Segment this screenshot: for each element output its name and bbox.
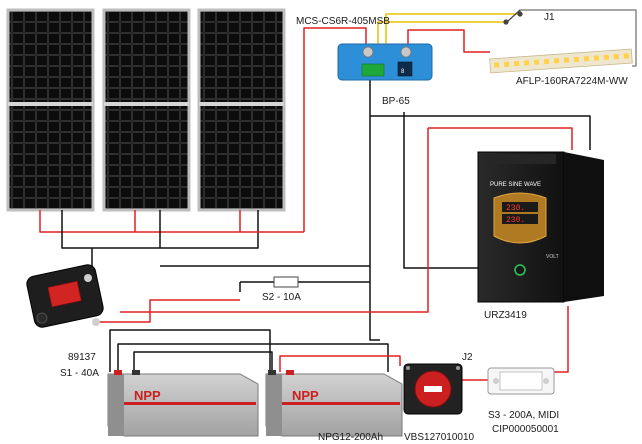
inverter-front-text: PURE SINE WAVE bbox=[490, 182, 541, 188]
fuse-icon bbox=[273, 276, 299, 288]
disconnect-label: VBS127010010 bbox=[404, 432, 475, 443]
fuse-s3-code: CIP000050001 bbox=[492, 424, 559, 435]
solar-panel-3 bbox=[197, 8, 286, 212]
switch-icon bbox=[503, 9, 523, 25]
controller-model-label: MCS-CS6R-405MSB bbox=[296, 16, 390, 27]
inverter-icon bbox=[477, 151, 604, 303]
battery-1-brand: NPP bbox=[134, 388, 161, 403]
breaker-icon bbox=[26, 264, 104, 328]
inverter-label: URZ3419 bbox=[484, 310, 527, 321]
battery-label: NPG12-200Ah bbox=[318, 432, 383, 443]
solar-panel-1 bbox=[6, 8, 95, 212]
charge-controller: 8 bbox=[337, 43, 433, 81]
controller-device-label: BP-65 bbox=[382, 96, 410, 107]
disconnect-tag: J2 bbox=[462, 352, 473, 363]
switch-label: J1 bbox=[544, 12, 555, 23]
led-strip-label: AFLP-160RA7224M-WW bbox=[516, 76, 628, 87]
inverter-brand: VOLT bbox=[546, 254, 559, 260]
battery-2-brand: NPP bbox=[292, 388, 319, 403]
solar-panel-2 bbox=[102, 8, 191, 212]
inverter-display-top: 230. bbox=[506, 204, 525, 213]
inverter-display-bottom: 230. bbox=[506, 216, 525, 225]
disconnect-switch-icon bbox=[403, 363, 463, 415]
breaker-label: S1 - 40A bbox=[60, 368, 99, 379]
led-strip-icon bbox=[489, 48, 633, 74]
midi-fuse-icon bbox=[487, 367, 555, 395]
fuse-s3-label: S3 - 200A, MIDI bbox=[488, 410, 559, 421]
battery-2 bbox=[265, 370, 403, 437]
fuse-s2-label: S2 - 10A bbox=[262, 292, 301, 303]
wires bbox=[39, 9, 637, 381]
breaker-code: 89137 bbox=[68, 352, 96, 363]
battery-1 bbox=[107, 370, 259, 437]
svg-text:8: 8 bbox=[401, 69, 405, 75]
